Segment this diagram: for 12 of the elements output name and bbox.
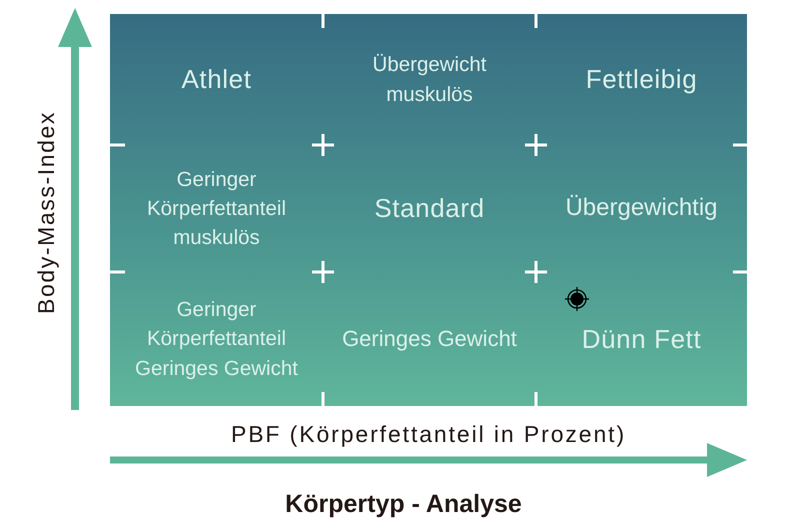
chart-title: Körpertyp - Analyse — [285, 490, 522, 518]
axis-label: Body-Mass-Index — [32, 110, 60, 314]
axis-label: PBF (Körperfettanteil in Prozent) — [230, 420, 626, 448]
body-type-label: Standard — [374, 192, 485, 226]
body-type-label: Geringer Körperfettanteil Geringes Gewicht — [134, 297, 299, 382]
body-type-label: Geringes Gewicht — [342, 325, 517, 354]
body-type-label: Geringer Körperfettanteil muskulös — [146, 166, 288, 252]
body-type-label: Übergewichtig — [565, 193, 718, 224]
body-type-label: Übergewicht muskulös — [372, 52, 488, 108]
body-type-label: Athlet — [181, 63, 252, 96]
body-type-label: Dünn Fett — [582, 322, 702, 356]
body-type-label: Fettleibig — [586, 63, 698, 96]
